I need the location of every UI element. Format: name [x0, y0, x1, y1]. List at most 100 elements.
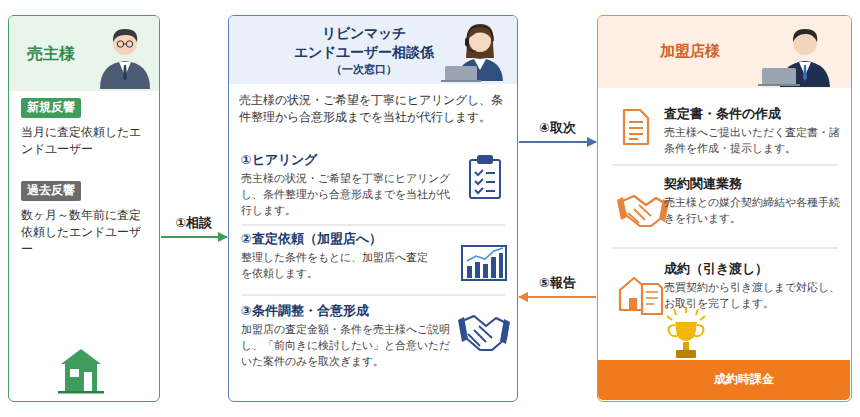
- closing-icon: [629, 298, 637, 310]
- house-icon: [84, 372, 92, 391]
- text-holder: 売主様: [27, 44, 107, 65]
- column-title: 加盟店様: [660, 42, 770, 61]
- merchant-person-icon: [758, 29, 830, 87]
- seller-person-icon: [124, 44, 127, 45]
- seller-person-icon: [117, 41, 123, 47]
- task-item: 査定書・条件の作成売主様へご提出いただく査定書・諸条件を作成・提示します。: [664, 106, 840, 157]
- band-text: 成約時課金: [638, 372, 850, 388]
- chart-icon: [467, 248, 503, 261]
- step-heading: ③条件調整・合意形成: [241, 303, 459, 319]
- seller-person-icon: [126, 41, 132, 47]
- handshake-icon: [458, 316, 510, 350]
- seller-person-icon: [123, 65, 127, 81]
- trophy-icon: [683, 342, 689, 350]
- text-holder: 売主様の状況・ご希望を丁寧にヒアリングし、条件整理から合意形成までを当社が代行し…: [239, 92, 509, 126]
- billing-band: 成約時課金: [598, 360, 850, 400]
- separator-line: [612, 248, 838, 249]
- text-holder: リビンマッチ エンドユーザー相談係: [269, 24, 459, 62]
- badge: 過去反響: [21, 181, 81, 201]
- handshake-icon: [620, 196, 666, 226]
- handshake-icon: [617, 197, 669, 222]
- chart-icon: [462, 246, 506, 280]
- house-icon: [70, 369, 79, 377]
- step-item: ①ヒアリング売主様の状況・ご希望を丁寧にヒアリングし、条件整理から合意形成までを…: [241, 152, 456, 219]
- text-holder: 成約時課金: [638, 372, 850, 388]
- document-icon: [624, 110, 648, 144]
- trophy-icon: [676, 350, 696, 358]
- merchant-person-icon: [762, 68, 796, 85]
- closing-icon: [620, 278, 662, 314]
- merchant-person-icon: [793, 31, 817, 55]
- chart-icon: [491, 257, 496, 278]
- response-type: 新規反響当月に査定依頼したエンドユーザー: [21, 96, 151, 158]
- separator-line: [242, 165, 838, 295]
- chart-icon: [499, 253, 503, 278]
- body-text: 売主様との媒介契約締結や各種手続きを行います。: [664, 195, 840, 227]
- chart-icon: [462, 246, 506, 280]
- chart-icon: [467, 266, 472, 278]
- operator-person-icon: [441, 80, 481, 82]
- merchant-person-icon: [799, 62, 811, 76]
- flow-label: ④取次: [539, 120, 576, 135]
- house-icon: [61, 349, 101, 364]
- operator-person-icon: [441, 24, 503, 82]
- body-text: 当月に査定依頼したエンドユーザー: [21, 124, 151, 159]
- flow-label: ①相談: [176, 215, 213, 230]
- task-heading: 契約関連業務: [664, 176, 840, 192]
- trophy-icon: [667, 307, 705, 358]
- document-icon: [624, 110, 648, 144]
- task-item: 成約（引き渡し） 売買契約から引き渡しまで対応し、お取引を完了します。: [664, 261, 840, 312]
- closing-icon: [642, 284, 662, 314]
- step-heading: ①ヒアリング: [241, 152, 456, 168]
- separator-line: [242, 295, 505, 296]
- header-band: [598, 16, 851, 88]
- handshake-icon: [468, 326, 492, 346]
- body-text: 加盟店の査定金額・条件を売主様へご説明し、「前向きに検討したい」と合意いただいた…: [241, 322, 459, 370]
- flow-arrow: [161, 236, 227, 238]
- separator-line: [242, 225, 505, 226]
- flow-arrow: [519, 141, 596, 143]
- operator-person-icon: [469, 30, 491, 52]
- operator-person-icon: [474, 59, 486, 70]
- task-heading: 成約（引き渡し）: [664, 261, 840, 277]
- operator-person-icon: [467, 46, 476, 51]
- merchant-person-icon: [793, 29, 817, 42]
- seller-person-icon: [119, 62, 131, 76]
- task-item: 契約関連業務売主様との媒介契約締結や各種手続きを行います。: [664, 176, 840, 227]
- step-heading: ②査定依頼（加盟店へ）: [241, 231, 436, 247]
- handshake-icon: [460, 316, 508, 350]
- badge: 新規反響: [21, 98, 81, 118]
- handshake-icon: [617, 196, 669, 226]
- service-column: リビンマッチ エンドユーザー相談係（一次窓口） 売主様の状況・ご希望を丁寧にヒアリ…: [228, 15, 518, 402]
- response-type: 過去反響数ヶ月～数年前に査定依頼したエンドユーザー: [21, 179, 151, 259]
- clipboard-icon: [475, 170, 483, 193]
- body-text: 数ヶ月～数年前に査定依頼したエンドユーザー: [21, 207, 151, 259]
- clipboard-icon: [486, 173, 495, 191]
- operator-person-icon: [469, 27, 491, 38]
- column-title: 売主様: [27, 44, 107, 65]
- closing-icon: [646, 292, 658, 304]
- step-item: ③条件調整・合意形成加盟店の査定金額・条件を売主様へご説明し、「前向きに検討した…: [241, 303, 459, 370]
- text-holder: 加盟店様: [660, 42, 770, 61]
- column-subtitle: （一次窓口）: [269, 63, 459, 77]
- intro-text: 売主様の状況・ご希望を丁寧にヒアリングし、条件整理から合意形成までを当社が代行し…: [239, 92, 509, 126]
- chart-icon: [475, 262, 480, 278]
- step-item: ②査定依頼（加盟店へ） 整理した条件をもとに、加盟店へ査定を依頼します。: [241, 231, 436, 282]
- trophy-icon: [675, 322, 697, 341]
- operator-person-icon: [445, 66, 477, 81]
- merchant-person-icon: [780, 61, 830, 87]
- flow-label: ⑤報告: [539, 275, 576, 290]
- closing-icon: [620, 278, 648, 310]
- chart-icon: [483, 264, 488, 278]
- operator-person-icon: [467, 26, 493, 41]
- clipboard-icon: [478, 156, 492, 163]
- clipboard-icon: [470, 160, 500, 198]
- body-text: 売主様へご提出いただく査定書・諸条件を作成・提示します。: [664, 125, 840, 157]
- body-text: 売買契約から引き渡しまで対応し、お取引を完了します。: [664, 280, 840, 312]
- house-icon: [58, 391, 104, 394]
- clipboard-icon: [470, 156, 500, 198]
- flow-arrow: [519, 296, 596, 298]
- separator-line: [612, 165, 838, 166]
- body-text: 整理した条件をもとに、加盟店へ査定を依頼します。: [241, 250, 436, 282]
